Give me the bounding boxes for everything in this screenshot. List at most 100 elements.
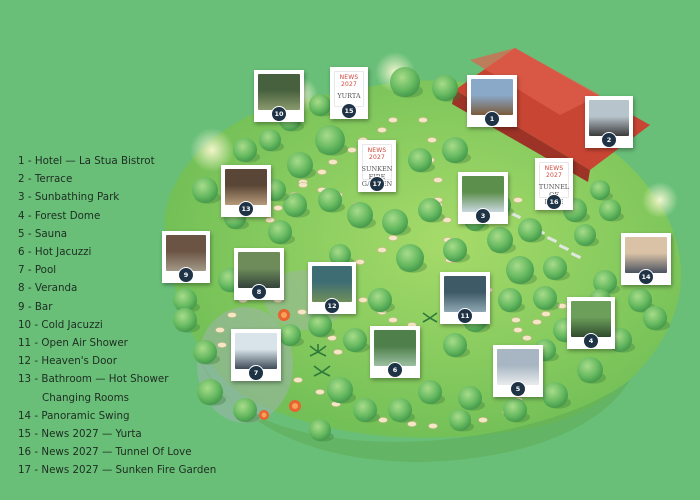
location-card-8[interactable]: 8	[234, 248, 284, 300]
legend-item: 9 - Bar	[18, 300, 53, 313]
tree	[287, 152, 313, 178]
legend-item: 14 - Panoramic Swing	[18, 409, 130, 422]
legend-item: 4 - Forest Dome	[18, 209, 101, 222]
legend-text: News 2027 — Yurta	[41, 428, 142, 441]
tree	[283, 193, 307, 217]
location-card-16[interactable]: NEWS 2027TUNNELOF LOVE16	[535, 158, 573, 210]
location-card-5[interactable]: 5	[493, 345, 543, 397]
location-number-badge: 9	[178, 267, 194, 283]
tree	[192, 177, 218, 203]
tree	[329, 244, 351, 266]
tree	[443, 238, 467, 262]
stepping-stone	[388, 317, 398, 323]
legend-number: 12	[18, 355, 32, 368]
location-number-badge: 14	[638, 269, 654, 285]
stepping-stone	[358, 297, 368, 303]
tree	[442, 137, 468, 163]
tree	[315, 125, 345, 155]
legend-number: 1	[18, 155, 25, 167]
legend-item: 8 - Veranda	[18, 282, 78, 295]
location-number-badge: 10	[271, 106, 287, 122]
shaded-grass	[200, 360, 630, 462]
location-card-11[interactable]: 11	[440, 272, 490, 324]
legend-number: 2	[18, 173, 25, 186]
legend-item: 11 - Open Air Shower	[18, 337, 128, 350]
tree	[418, 380, 442, 404]
location-photo	[497, 349, 539, 385]
legend-item: 2 - Terrace	[18, 173, 73, 186]
legend-number: 13	[18, 373, 32, 386]
legend-text: Pool	[34, 264, 57, 277]
stepping-stone	[347, 147, 357, 153]
tree	[628, 288, 652, 312]
stepping-stone	[317, 169, 327, 175]
location-photo	[235, 333, 277, 369]
location-photo	[589, 100, 629, 136]
tree	[173, 288, 197, 312]
stepping-stone	[557, 303, 567, 309]
stepping-stone	[265, 217, 275, 223]
legend-number: 10	[18, 318, 32, 331]
tree	[173, 308, 197, 332]
location-photo	[571, 301, 611, 337]
legend-text: Hot Jacuzzi	[34, 246, 92, 259]
stepping-stone	[513, 197, 523, 203]
location-card-2[interactable]: 2	[585, 96, 633, 148]
tree	[599, 199, 621, 221]
stepping-stone	[217, 342, 227, 348]
stepping-stone	[377, 127, 387, 133]
stepping-stone	[513, 327, 523, 333]
location-card-4[interactable]: 4	[567, 297, 615, 349]
tree	[498, 288, 522, 312]
location-number-badge: 11	[457, 308, 473, 324]
location-card-1[interactable]: 1	[467, 75, 517, 127]
location-card-3[interactable]: 3	[458, 172, 508, 224]
stepping-stone	[442, 217, 452, 223]
legend-item: 5 - Sauna	[18, 227, 68, 240]
legend-text: Terrace	[34, 173, 73, 186]
location-card-13[interactable]: 13	[221, 165, 271, 217]
legend-text: Cold Jacuzzi	[41, 318, 103, 331]
location-card-6[interactable]: 6	[370, 326, 420, 378]
location-card-7[interactable]: 7	[231, 329, 281, 381]
location-photo	[374, 330, 416, 366]
news-tag: NEWS 2027	[544, 165, 564, 179]
location-card-17[interactable]: NEWS 2027SUNKENFIREGARDEN17	[358, 140, 396, 192]
stepping-stone	[433, 177, 443, 183]
location-card-10[interactable]: 10	[254, 70, 304, 122]
tree	[368, 288, 392, 312]
location-card-9[interactable]: 9	[162, 231, 210, 283]
location-photo	[625, 237, 667, 273]
tree	[574, 224, 596, 246]
stepping-stone	[315, 389, 325, 395]
legend-item: 10 - Cold Jacuzzi	[18, 318, 103, 331]
news-tag: NEWS 2027	[339, 74, 359, 88]
tree	[309, 94, 331, 116]
stepping-stone	[388, 235, 398, 241]
location-card-12[interactable]: 12	[308, 262, 356, 314]
tree	[577, 357, 603, 383]
tree	[388, 398, 412, 422]
tree	[418, 198, 442, 222]
legend-item: 3 - Sunbathing Park	[18, 191, 120, 204]
location-number-badge: 16	[546, 194, 562, 210]
tree	[233, 138, 257, 162]
legend-text: Veranda	[34, 282, 78, 295]
stepping-stone	[428, 423, 438, 429]
location-card-14[interactable]: 14	[621, 233, 671, 285]
legend-number: 17	[18, 464, 32, 477]
tree	[259, 129, 281, 151]
stepping-stone	[328, 159, 338, 165]
orange-lamps	[259, 309, 301, 420]
stepping-stone	[407, 421, 417, 427]
news-card-face: NEWS 2027SUNKENFIREGARDEN	[362, 144, 392, 188]
news-card-face: NEWS 2027TUNNELOF LOVE	[539, 162, 569, 206]
legend-number: 11	[18, 337, 32, 350]
tree	[193, 340, 217, 364]
location-photo	[471, 79, 513, 115]
legend-text: Heaven's Door	[41, 355, 117, 368]
location-number-badge: 12	[324, 298, 340, 314]
